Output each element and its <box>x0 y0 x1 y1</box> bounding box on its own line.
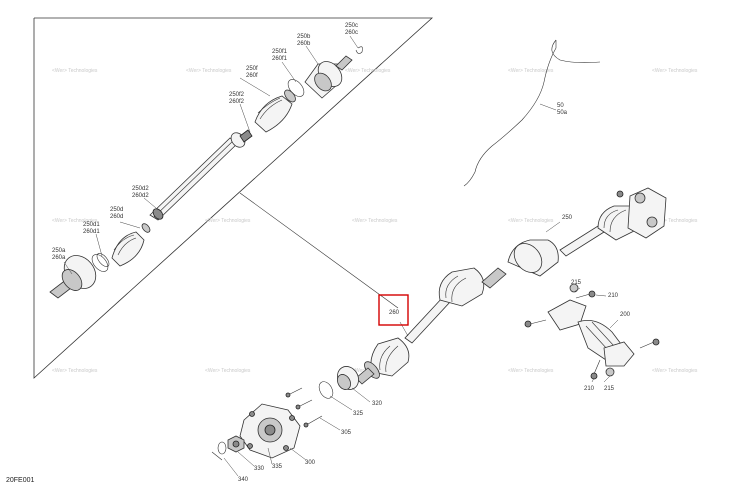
watermark: <Wer> Technologies <box>652 368 698 374</box>
callout-210-top: 210 <box>608 293 619 299</box>
watermark: <Wer> Technologies <box>345 68 391 74</box>
highlight-box-260 <box>378 294 409 326</box>
callout-305: 305 <box>341 430 352 436</box>
callout-260f1: 260f1 <box>272 56 288 62</box>
callout-260f2: 260f2 <box>229 99 245 105</box>
callout-250c: 250c <box>345 23 358 29</box>
watermark: <Wer> Technologies <box>508 218 554 224</box>
callout-250b: 250b <box>297 34 311 40</box>
watermark: <Wer> Technologies <box>52 218 98 224</box>
callout-200: 200 <box>620 312 631 318</box>
callout-330: 330 <box>254 466 265 472</box>
watermark: <Wer> Technologies <box>205 218 251 224</box>
callout-335: 335 <box>272 464 283 470</box>
callout-50: 50 <box>557 103 564 109</box>
callout-215-top: 215 <box>571 280 582 286</box>
callout-250f1: 250f1 <box>272 49 288 55</box>
callout-250d: 250d <box>110 207 123 213</box>
callout-210-bottom: 210 <box>584 386 595 392</box>
watermark: <Wer> Technologies <box>652 68 698 74</box>
watermark: <Wer> Technologies <box>652 218 698 224</box>
callout-215-bottom: 215 <box>604 386 615 392</box>
breather-hose <box>463 39 601 187</box>
callout-260b: 260b <box>297 41 311 47</box>
leader-lines <box>63 35 619 477</box>
watermark: <Wer> Technologies <box>508 368 554 374</box>
callout-250d1: 250d1 <box>83 222 100 228</box>
watermark: <Wer> Technologies <box>508 68 554 74</box>
callout-340: 340 <box>238 477 249 483</box>
callout-250f: 250f <box>246 66 258 72</box>
callout-260d2: 260d2 <box>132 193 149 199</box>
callout-300: 300 <box>305 460 316 466</box>
watermark: <Wer> Technologies <box>352 218 398 224</box>
inset-leader-line <box>239 192 399 309</box>
callout-250a: 250a <box>52 248 66 254</box>
callout-260c: 260c <box>345 30 358 36</box>
steering-shaft-assembly <box>524 283 660 380</box>
callout-260d: 260d <box>110 214 123 220</box>
callout-260: 260 <box>389 310 400 316</box>
inset-drive-shaft <box>49 46 363 299</box>
callout-260d1: 260d1 <box>83 229 100 235</box>
callout-260f: 260f <box>246 73 258 79</box>
main-drive-shaft <box>355 187 667 385</box>
callout-320: 320 <box>372 401 383 407</box>
watermark: <Wer> Technologies <box>186 68 232 74</box>
callout-50a: 50a <box>557 110 568 116</box>
diagram-id: 20FE001 <box>6 477 35 484</box>
watermark: <Wer> Technologies <box>52 368 98 374</box>
callout-250: 250 <box>562 215 573 221</box>
watermark: <Wer> Technologies <box>52 68 98 74</box>
callout-250f2: 250f2 <box>229 92 245 98</box>
callout-260a: 260a <box>52 255 66 261</box>
wheel-hub-assembly <box>211 366 359 461</box>
callout-250d2: 250d2 <box>132 186 149 192</box>
watermark: <Wer> Technologies <box>205 368 251 374</box>
callout-325: 325 <box>353 411 364 417</box>
callout-labels: 250c 260c 250b 260b 250f1 260f1 250f 260… <box>52 23 631 483</box>
detail-inset-frame <box>33 17 434 379</box>
